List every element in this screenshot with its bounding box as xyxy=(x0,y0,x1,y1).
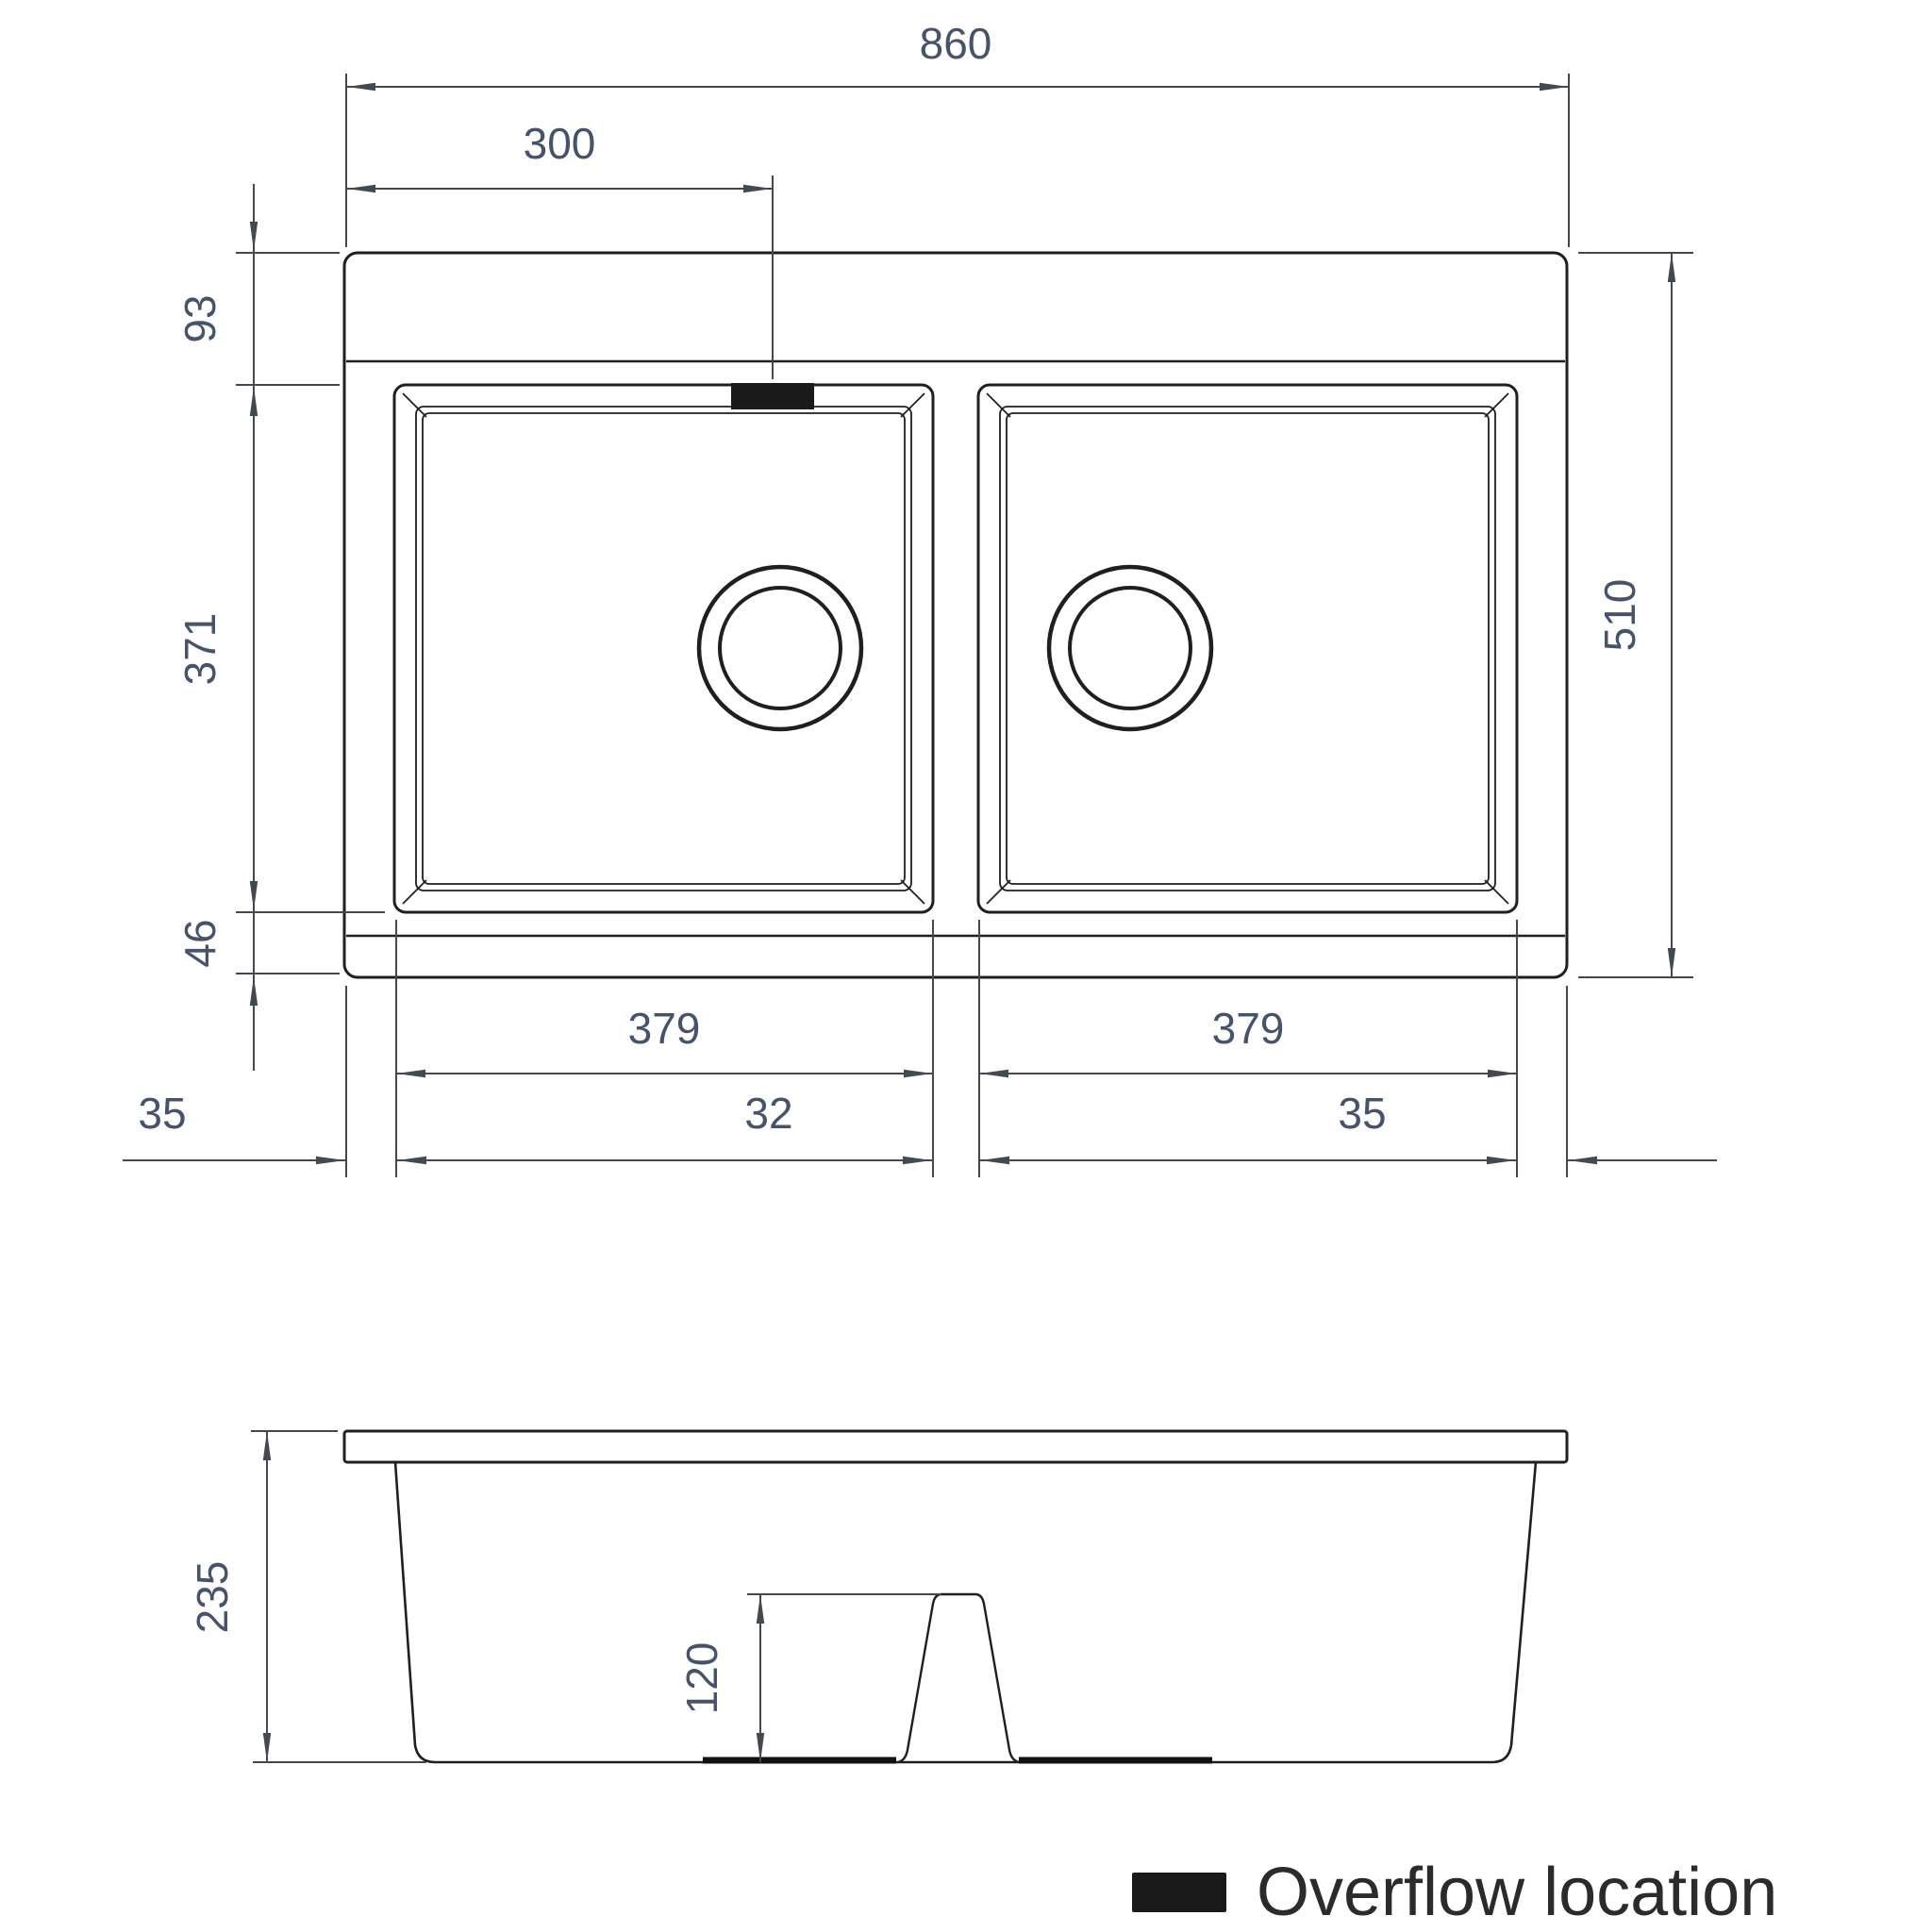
dim-overflow-offset: 300 xyxy=(524,119,596,168)
right-bowl xyxy=(976,383,1519,914)
right-bowl-inner-rim xyxy=(999,406,1496,891)
left-bowl-corner-bevel xyxy=(402,879,427,905)
dim-right-margin: 35 xyxy=(1338,1089,1386,1138)
left-bowl-outer-rim xyxy=(392,383,935,914)
dim-section-height: 235 xyxy=(188,1561,237,1634)
dim-bowl-length: 371 xyxy=(175,613,225,686)
right-bowl-outer-rim xyxy=(976,383,1519,914)
right-bowl-corner-bevel xyxy=(986,392,1011,418)
section-view: 235 120 xyxy=(188,1429,1569,1764)
overflow-legend-label: Overflow location xyxy=(1257,1855,1777,1930)
left-bowl-corner-bevel xyxy=(900,879,925,905)
right-bowl-corner-bevel xyxy=(1484,879,1509,905)
overflow-legend-swatch xyxy=(1132,1873,1226,1912)
right-bowl-corner-bevel xyxy=(1484,392,1509,418)
sink-outer-rim xyxy=(342,251,1569,979)
left-bowl xyxy=(392,383,935,914)
section-divider-notch xyxy=(897,1592,1020,1764)
left-bowl-inner-rim xyxy=(415,406,912,891)
dim-divider-width: 32 xyxy=(744,1089,792,1138)
top-view-plan xyxy=(342,251,1569,979)
dim-divider-height: 120 xyxy=(677,1642,726,1715)
section-body xyxy=(393,1461,1538,1764)
right-bowl-corner-bevel xyxy=(986,879,1011,905)
dim-left-bowl-width: 379 xyxy=(628,1004,701,1053)
left-bowl-corner-bevel xyxy=(900,392,925,418)
dim-rim-top: 93 xyxy=(175,294,225,342)
dim-overall-depth: 510 xyxy=(1595,579,1644,652)
dim-rim-bottom: 46 xyxy=(175,919,225,967)
plan-dimensions: 860 300 93 371 46 510 379 379 xyxy=(123,19,1717,1177)
right-drain-inner xyxy=(1068,586,1192,710)
right-bowl-inner-rim-2 xyxy=(1006,412,1490,885)
section-flange xyxy=(342,1429,1569,1464)
left-bowl-corner-bevel xyxy=(402,392,427,418)
legend: Overflow location xyxy=(1132,1855,1777,1930)
left-bowl-inner-rim-2 xyxy=(422,412,906,885)
right-drain-outer xyxy=(1046,564,1214,732)
left-drain-inner xyxy=(718,586,842,710)
left-drain-outer xyxy=(696,564,864,732)
dim-overall-width: 860 xyxy=(920,19,992,68)
dim-left-margin: 35 xyxy=(138,1089,186,1138)
overflow-marker xyxy=(731,383,814,409)
dim-right-bowl-width: 379 xyxy=(1212,1004,1285,1053)
